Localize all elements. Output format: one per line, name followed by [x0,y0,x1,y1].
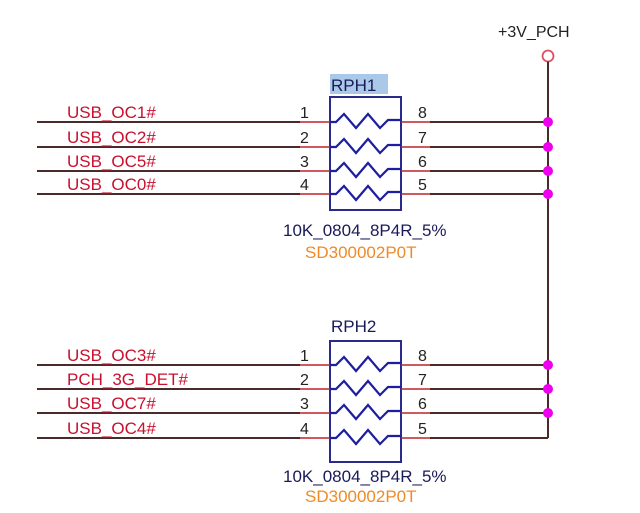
pin-number-left: 3 [300,154,309,171]
pin-number-right: 8 [418,348,427,365]
value-label: 10K_0804_8P4R_5% [283,221,447,240]
pin-number-right: 5 [418,421,427,438]
net-row[interactable]: USB_OC5# 3 6 [37,152,553,179]
resistor-icon [330,184,401,202]
net-label: USB_OC0# [67,175,156,194]
pin-number-right: 8 [418,105,427,122]
pin-number-right: 7 [418,372,427,389]
refdes-label: RPH2 [331,317,376,336]
net-label: USB_OC1# [67,103,156,122]
part-number-label: SD300002P0T [305,243,417,262]
net-label: USB_OC2# [67,128,156,147]
pin-number-right: 6 [418,154,427,171]
junction-dot-icon [543,360,553,370]
resistor-icon [330,379,401,397]
junction-dot-icon [543,142,553,152]
pin-number-left: 2 [300,130,309,147]
pin-number-left: 1 [300,105,309,122]
net-row[interactable]: USB_OC2# 2 7 [37,128,553,155]
junction-dot-icon [543,408,553,418]
pin-number-right: 5 [418,177,427,194]
pin-number-left: 1 [300,348,309,365]
net-row[interactable]: USB_OC3# 1 8 [37,346,553,373]
resistor-network-rph1[interactable]: RPH1 10K_0804_8P4R_5% SD300002P0T USB_OC… [37,74,553,262]
pin-number-left: 4 [300,177,309,194]
resistor-icon [330,112,401,130]
refdes-label: RPH1 [331,76,376,95]
part-number-label: SD300002P0T [305,487,417,506]
resistor-network-body [329,96,402,211]
power-port-icon [541,49,555,63]
power-rail-label: +3V_PCH [498,24,570,41]
resistor-network-rph2[interactable]: RPH2 10K_0804_8P4R_5% SD300002P0T USB_OC… [37,317,553,506]
net-row[interactable]: USB_OC4# 4 5 [37,419,548,446]
pin-number-right: 7 [418,130,427,147]
net-label: USB_OC3# [67,346,156,365]
net-row[interactable]: USB_OC1# 1 8 [37,103,553,130]
net-row[interactable]: PCH_3G_DET# 2 7 [37,370,553,397]
net-label: PCH_3G_DET# [67,370,188,389]
resistor-icon [330,403,401,421]
resistor-icon [330,161,401,179]
pin-number-left: 2 [300,372,309,389]
net-label: USB_OC7# [67,394,156,413]
resistor-icon [330,428,401,446]
junction-dot-icon [543,384,553,394]
pin-number-left: 3 [300,396,309,413]
refdes-highlight [330,74,388,94]
net-label: USB_OC4# [67,419,156,438]
junction-dot-icon [543,189,553,199]
net-label: USB_OC5# [67,152,156,171]
pin-number-left: 4 [300,421,309,438]
resistor-network-body [329,340,402,463]
resistor-icon [330,355,401,373]
pin-number-right: 6 [418,396,427,413]
net-row[interactable]: USB_OC7# 3 6 [37,394,553,421]
net-row[interactable]: USB_OC0# 4 5 [37,175,553,202]
junction-dot-icon [543,117,553,127]
junction-dot-icon [543,166,553,176]
resistor-icon [330,137,401,155]
value-label: 10K_0804_8P4R_5% [283,467,447,486]
